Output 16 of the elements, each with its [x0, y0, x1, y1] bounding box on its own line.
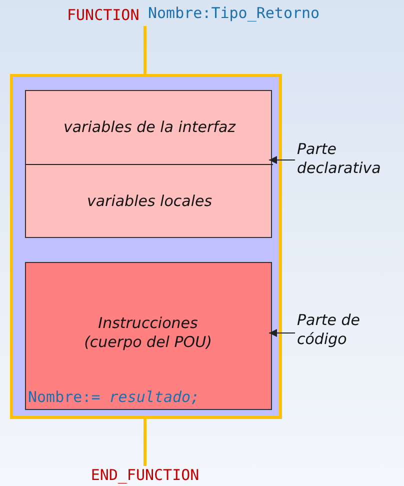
annotation-text: Parte de código [297, 311, 362, 349]
function-block [10, 74, 282, 419]
body-text: Instrucciones (cuerpo del POU) [83, 314, 213, 352]
keyword-text: FUNCTION [67, 6, 140, 25]
annotation-text: Parte declarativa [297, 140, 382, 178]
connector-line [144, 26, 146, 74]
code-box [25, 262, 272, 410]
declaration-box [25, 90, 272, 238]
leader-arrow [268, 329, 296, 337]
connector-line [144, 419, 146, 466]
section-text: variables locales [86, 192, 214, 211]
keyword-text: END_FUNCTION [90, 466, 200, 485]
leader-arrow [268, 156, 296, 164]
section-text: variables de la interfaz [62, 118, 237, 137]
code-line: Nombre:= resultado; [28, 388, 201, 407]
signature-text: Nombre:Tipo_Retorno [148, 4, 321, 23]
